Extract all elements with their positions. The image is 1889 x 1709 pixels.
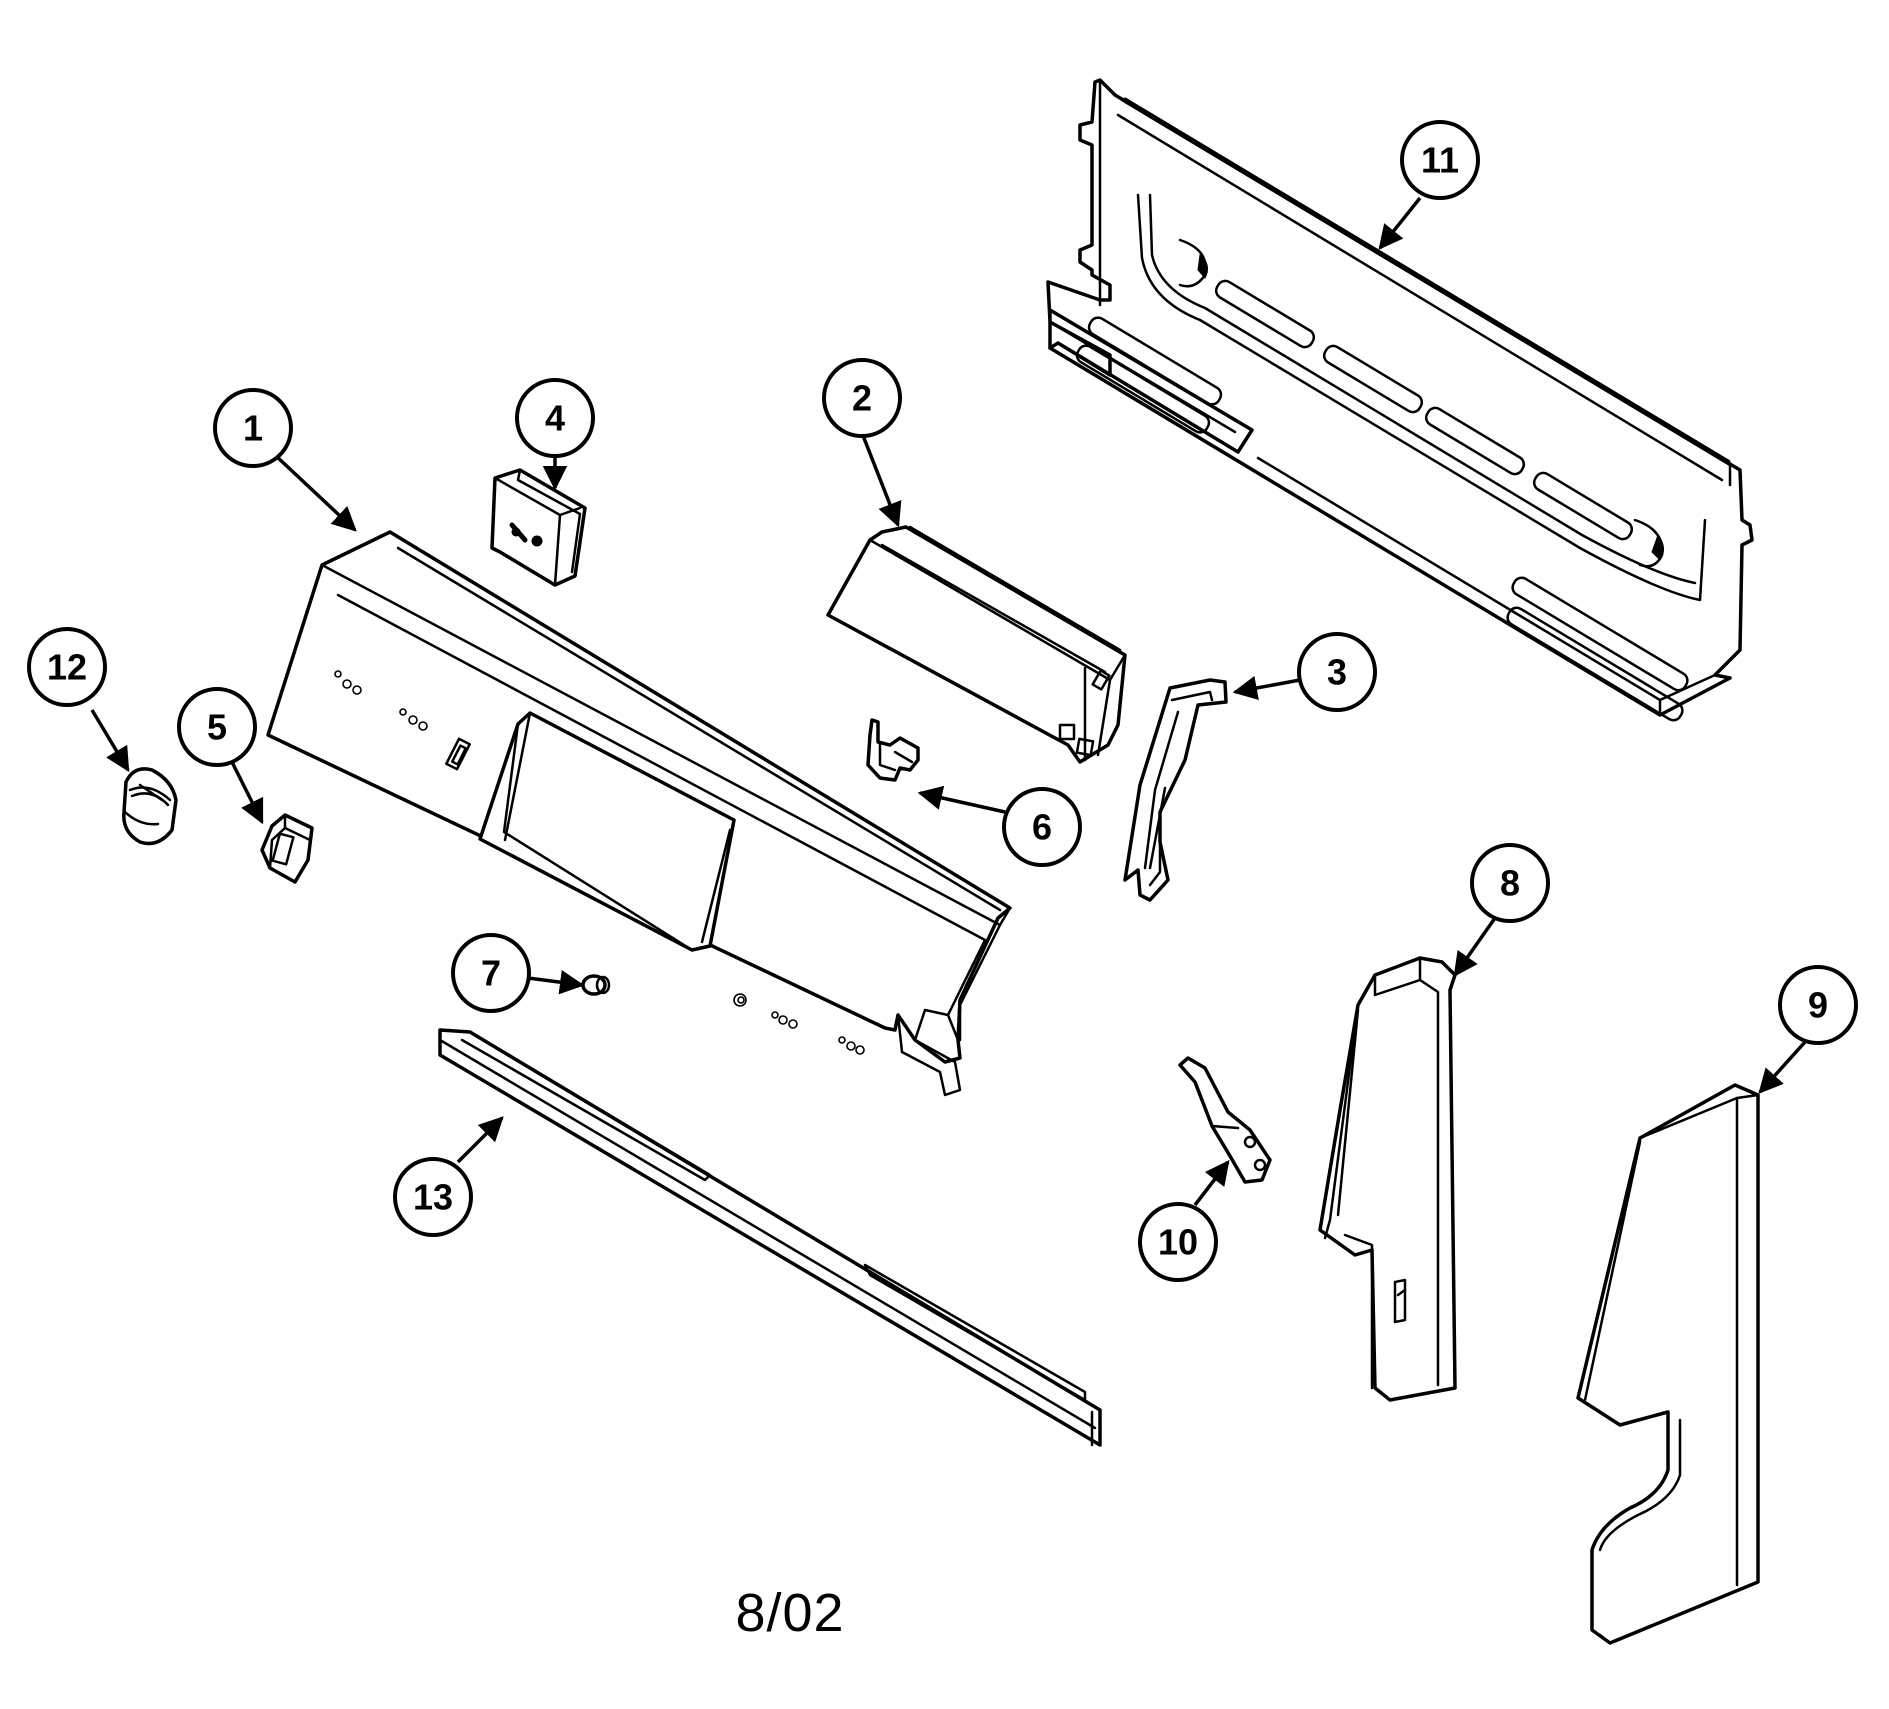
callout-5-label: 5 xyxy=(207,707,227,748)
callout-12: 12 xyxy=(27,627,107,707)
callout-3: 3 xyxy=(1297,632,1377,712)
part-13-trim-strip xyxy=(438,1028,1102,1447)
part-7-grommet xyxy=(581,974,611,996)
callout-10: 10 xyxy=(1138,1202,1218,1282)
leader-6 xyxy=(917,785,1006,814)
callout-7-label: 7 xyxy=(481,953,501,994)
callout-11: 11 xyxy=(1400,120,1480,200)
callout-4: 4 xyxy=(515,378,595,458)
callout-balloons: 1 2 3 4 5 6 7 8 xyxy=(27,120,1858,1282)
panel-control-holes xyxy=(334,670,865,1055)
leader-13 xyxy=(456,1116,504,1164)
callout-5: 5 xyxy=(177,687,257,767)
leader-5 xyxy=(230,761,264,825)
callout-4-label: 4 xyxy=(545,398,565,439)
callout-2: 2 xyxy=(822,358,902,438)
part-3-bracket xyxy=(1123,678,1228,902)
callout-1-label: 1 xyxy=(243,408,263,449)
callout-9: 9 xyxy=(1778,965,1858,1045)
part-10-bracket xyxy=(1178,1056,1272,1184)
leader-7 xyxy=(527,970,585,995)
callout-1: 1 xyxy=(213,388,293,468)
part-12-knob xyxy=(122,767,178,846)
part-11-rear-panel xyxy=(1046,78,1754,722)
callout-13: 13 xyxy=(393,1157,473,1237)
part-2-electronic-control xyxy=(826,525,1127,764)
callout-6-label: 6 xyxy=(1032,807,1052,848)
callout-9-label: 9 xyxy=(1808,985,1828,1026)
leader-12 xyxy=(90,709,130,773)
diagram-date-code: 8/02 xyxy=(735,1583,845,1643)
callout-8: 8 xyxy=(1470,843,1550,923)
part-8-side-trim xyxy=(1318,956,1457,1402)
part-9-side-panel xyxy=(1576,1083,1760,1645)
part-4-switch-box xyxy=(490,468,587,587)
callout-12-label: 12 xyxy=(47,647,87,688)
callout-7: 7 xyxy=(451,933,531,1013)
leader-3 xyxy=(1232,675,1301,701)
part-1-control-panel xyxy=(266,530,1012,1097)
leader-lines xyxy=(90,196,1807,1207)
part-6-switch xyxy=(866,718,920,782)
callout-3-label: 3 xyxy=(1327,652,1347,693)
leader-8 xyxy=(1453,916,1497,978)
callout-13-label: 13 xyxy=(413,1177,453,1218)
leader-1 xyxy=(273,453,357,532)
leader-11 xyxy=(1378,196,1422,250)
part-5-rocker-switch xyxy=(260,813,314,884)
callout-10-label: 10 xyxy=(1158,1222,1198,1263)
callout-11-label: 11 xyxy=(1421,140,1459,181)
callout-2-label: 2 xyxy=(852,378,872,419)
leader-10 xyxy=(1193,1160,1230,1207)
callout-8-label: 8 xyxy=(1500,863,1520,904)
callout-6: 6 xyxy=(1002,787,1082,867)
leader-2 xyxy=(860,432,902,528)
leader-9 xyxy=(1758,1040,1807,1094)
